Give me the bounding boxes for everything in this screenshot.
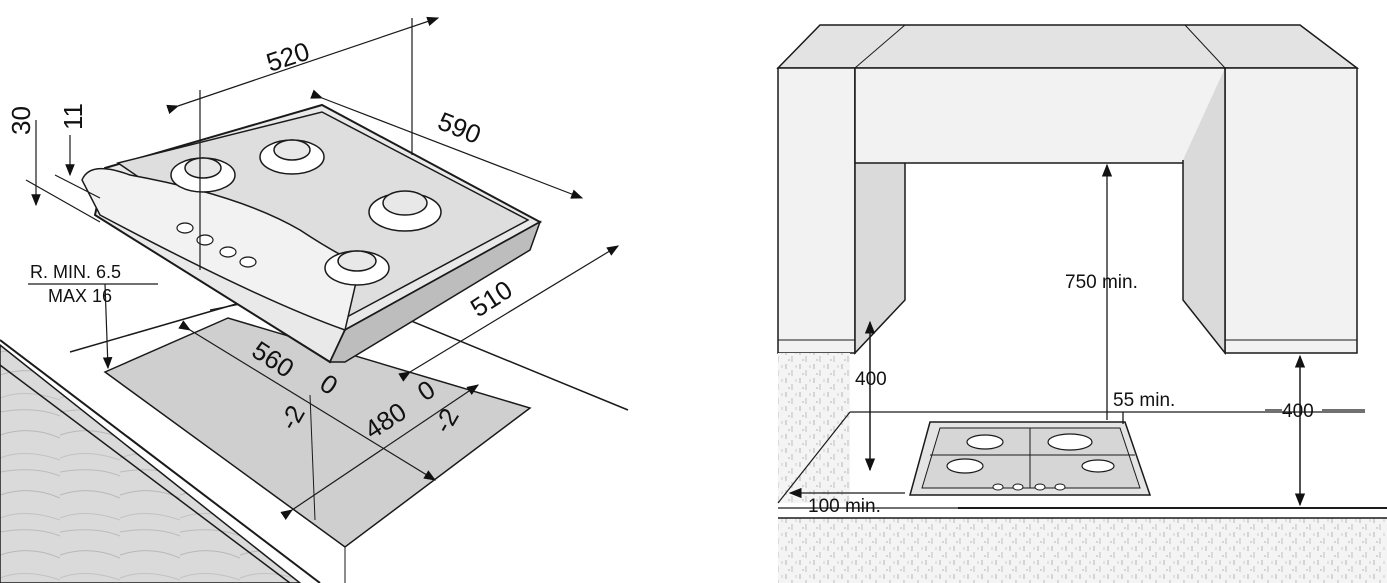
wall-cabinets <box>776 24 1360 356</box>
control-knob <box>1034 483 1046 491</box>
wall-tiles <box>778 353 850 503</box>
dimension-lines <box>25 16 620 521</box>
control-knob <box>1012 483 1024 491</box>
control-knob <box>239 256 257 268</box>
radius-min-label: R. MIN. 6.5 <box>30 262 121 282</box>
radius-max-label: MAX 16 <box>48 286 112 306</box>
control-knob <box>992 483 1004 491</box>
dim-depth-label: 590 <box>434 106 485 150</box>
burner <box>170 157 236 193</box>
hood-clearance-label: 750 min. <box>1065 272 1138 293</box>
control-knob <box>1054 483 1066 491</box>
burner <box>946 458 984 474</box>
control-knob <box>176 222 194 234</box>
dim-height-total-label: 30 <box>6 106 36 135</box>
rear-clearance-label: 55 min. <box>1113 390 1175 411</box>
wall-cabinet-height-right-label: 400 <box>1282 401 1314 422</box>
control-knob <box>196 234 214 246</box>
burner <box>966 434 1004 450</box>
control-knob <box>219 246 237 258</box>
burner <box>1081 459 1115 473</box>
wall-cabinet-height-left-label: 400 <box>855 369 887 390</box>
hob-cutout-diagram: 520 590 510 30 11 R. MIN. 6.5 MAX 16 560… <box>0 16 629 583</box>
burner <box>259 139 325 175</box>
dim-width-label: 520 <box>263 36 314 78</box>
side-clearance-label: 100 min. <box>808 496 881 517</box>
burner <box>1047 433 1093 451</box>
hob-top-view <box>909 421 1152 496</box>
burner <box>324 250 390 286</box>
kitchen-clearance-diagram: 750 min. 400 400 55 min. 100 min. <box>776 0 1387 583</box>
clearance-arrows <box>788 163 1365 507</box>
dim-height-top-label: 11 <box>58 103 88 130</box>
